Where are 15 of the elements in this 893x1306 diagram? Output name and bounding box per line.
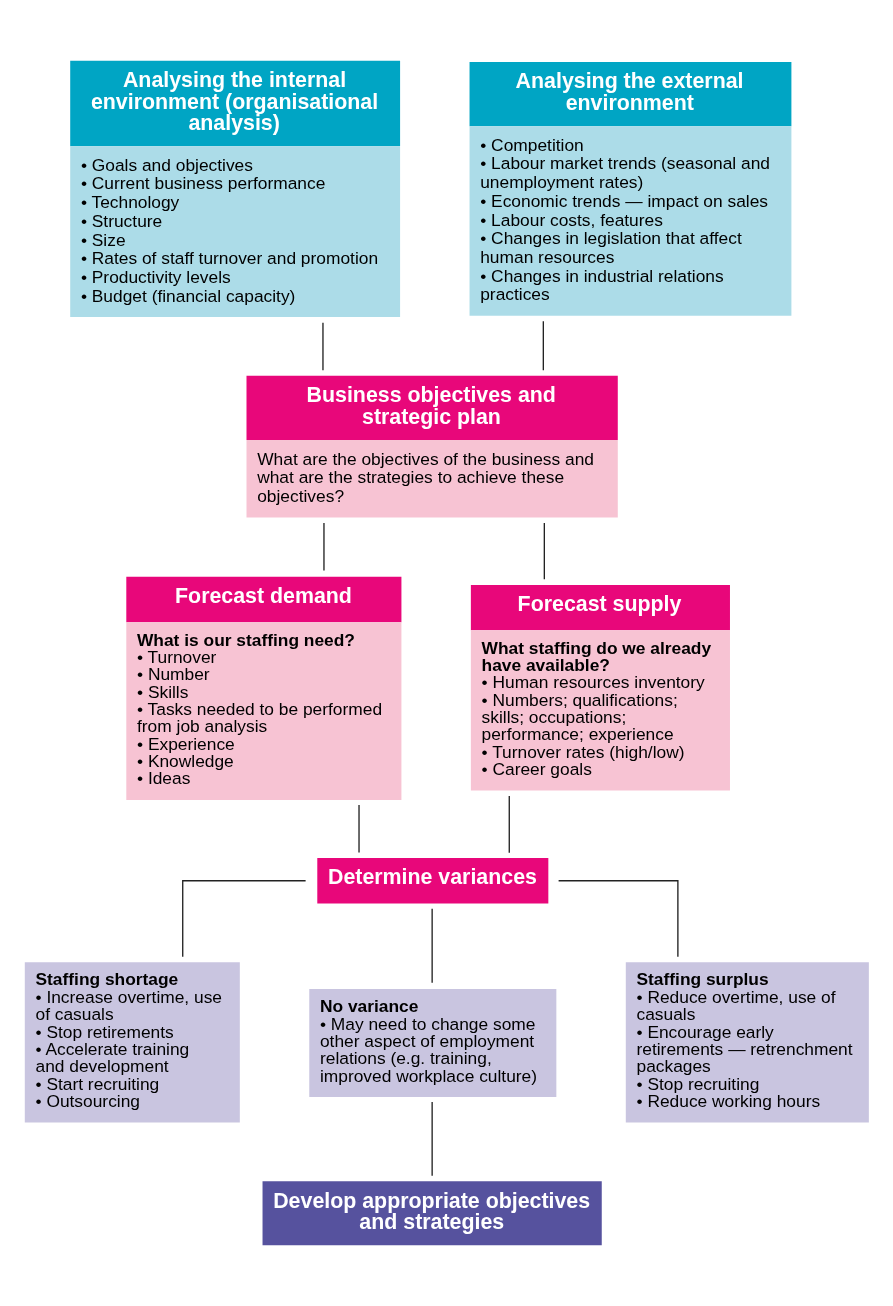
connector [431,908,433,984]
node-box: Staffing surplus • Reduce overtime, use of casuals • Encourage early retirements — retrenchment packages • Stop recruiting • Reduce working hours [625,962,869,1123]
connector [358,804,360,854]
connector [543,522,545,581]
connector [431,1101,433,1177]
node-box: Staffing shortage • Increase overtime, use of casuals • Stop retirements • Accelerate training and development • Start recruiting • Outsourcing [24,962,240,1123]
connector [322,322,324,371]
node-box: No variance • May need to change some other aspect of employment relations (e.g. training, improved workplace culture) [309,988,557,1098]
connector [508,795,510,854]
connector [557,880,679,958]
connector [542,320,544,371]
node-box: Develop appropriate objectives and strategies [262,1181,602,1246]
connector [182,880,307,958]
connector [323,522,325,572]
node-box: Determine variances [317,858,549,904]
